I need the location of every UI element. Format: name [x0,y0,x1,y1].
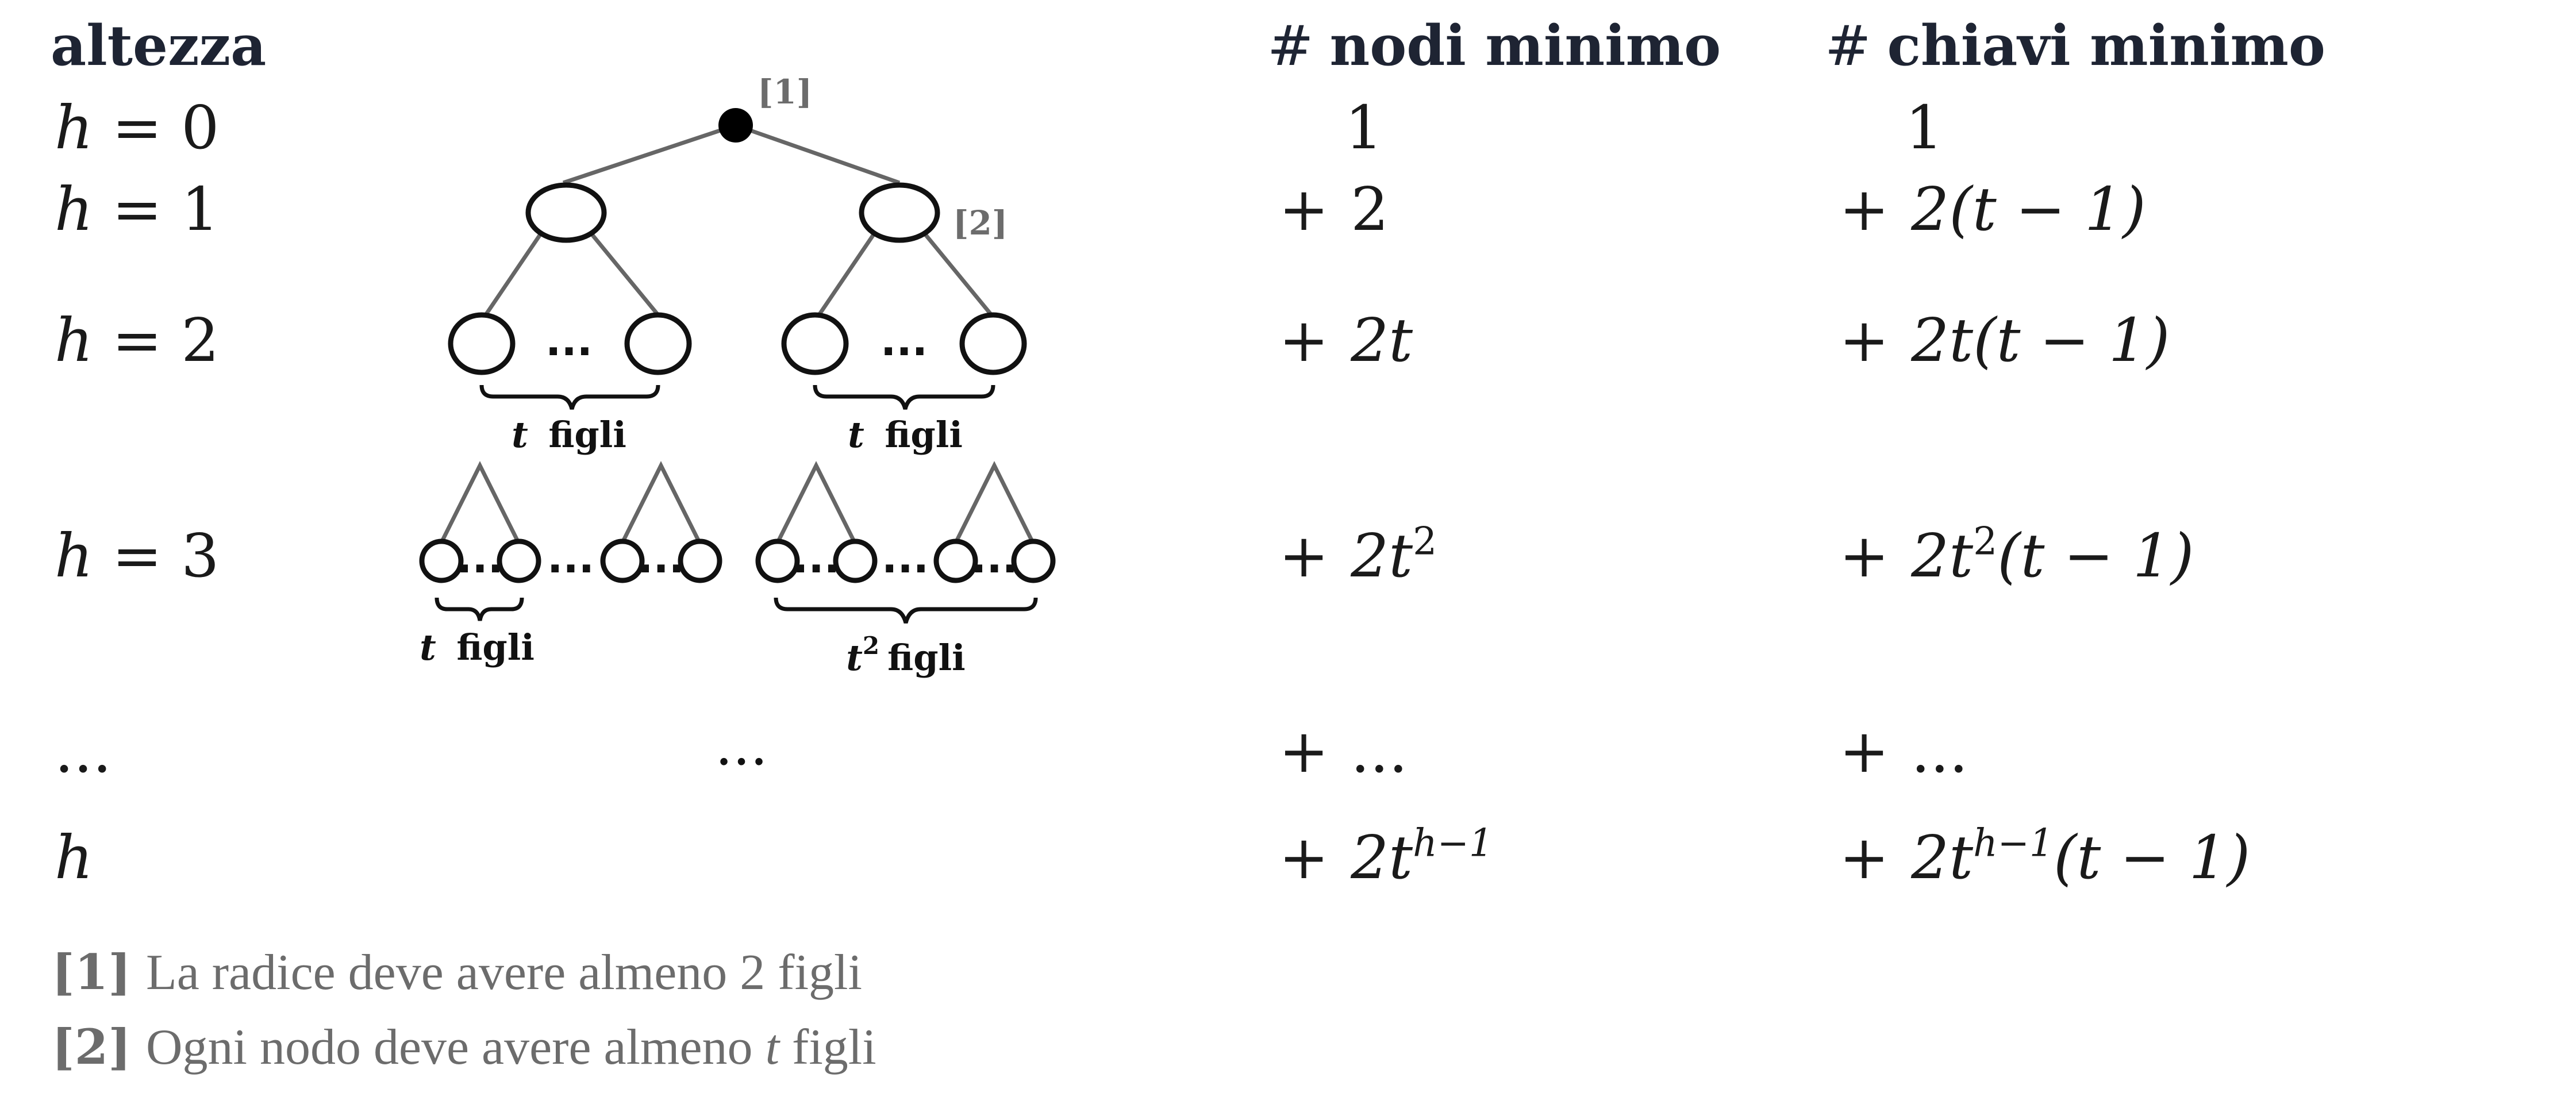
level3-node [600,538,645,583]
tree-continuation-ellipsis: ... [715,713,768,778]
edge-root-right [735,123,901,185]
brace-label-small: t figli [420,626,535,668]
edge-root-left [562,123,737,185]
hash-symbol: # [1267,14,1314,78]
level3-node [1011,538,1056,583]
level3-node [497,538,541,583]
marker-root: [1] [758,72,812,111]
level3-ellipsis: ... [793,534,840,582]
nodes-value-2: +2t [1279,305,1413,375]
level3-ellipsis: ... [456,534,503,582]
keys-value-3: +2t2(t − 1) [1839,519,2194,591]
subtree-triangle [955,461,1034,541]
edge [590,233,660,317]
min-keys-column-header: #chiavi minimo [1825,13,2325,79]
nodes-value-3: +2t2 [1279,519,1437,591]
brace-t-figli-left [479,384,660,410]
height-label-1: h = 1 [55,174,220,244]
nodes-value-0: 1 [1345,93,1383,163]
brace-label-left: t figli [512,414,626,456]
min-nodes-column-header: #nodi minimo [1267,13,1721,79]
level2-ellipsis: ... [545,317,593,365]
keys-value-0: 1 [1905,93,1944,163]
subtree-triangle [621,461,701,541]
level2-ellipsis: ... [881,317,928,365]
edge [924,233,993,317]
brace-t-figli-right [813,384,995,410]
level3-node [419,538,464,583]
tree-nodes [419,182,1056,583]
level2-node [624,312,692,375]
level2-node [781,312,849,375]
height-label-0: h = 0 [55,93,220,163]
level3-node [833,538,878,583]
subtree-triangle [440,461,520,541]
subtree-triangle [776,461,856,541]
level3-ellipsis: ... [971,534,1018,582]
level3-ellipsis: ... [637,534,685,582]
height-column-header: altezza [51,13,267,78]
braces [435,384,1038,624]
marker-child: [2] [953,203,1008,243]
level3-node [933,538,978,583]
nodes-value-1: +2 [1279,174,1389,244]
edge [484,233,542,316]
keys-value-h: +2th−1(t − 1) [1839,821,2251,892]
height-label-h: h [55,822,93,892]
hash-symbol: # [1825,14,1871,78]
height-label-ellipsis: ... [55,716,112,786]
height-label-3: h = 3 [55,521,220,591]
brace-t-figli-small [435,597,524,621]
keys-value-ellipsis: +... [1839,716,1968,786]
level2-node [448,312,516,375]
level2-node [959,312,1027,375]
brace-t2-figli [774,597,1038,624]
level3-node [678,538,722,583]
keys-value-2: +2t(t − 1) [1839,305,2170,375]
level3-node [755,538,800,583]
level3-ellipsis: ... [547,534,594,582]
brace-label-right: t figli [848,414,963,456]
keys-value-1: +2(t − 1) [1839,174,2146,244]
root-node [718,108,753,143]
level3-ellipsis: ... [882,534,929,582]
height-label-2: h = 2 [55,305,220,375]
level1-node [525,182,607,243]
footnote-2: [2]Ogni nodo deve avere almeno t figli [52,1018,876,1075]
footnote-1: [1]La radice deve avere almeno 2 figli [52,944,862,1001]
min-keys-label: chiavi minimo [1887,13,2325,78]
level1-node [859,182,940,243]
nodes-value-ellipsis: +... [1279,716,1408,786]
min-nodes-label: nodi minimo [1329,13,1721,78]
tree-edges [440,123,1034,541]
nodes-value-h: +2th−1 [1279,821,1493,892]
edge [817,233,875,316]
